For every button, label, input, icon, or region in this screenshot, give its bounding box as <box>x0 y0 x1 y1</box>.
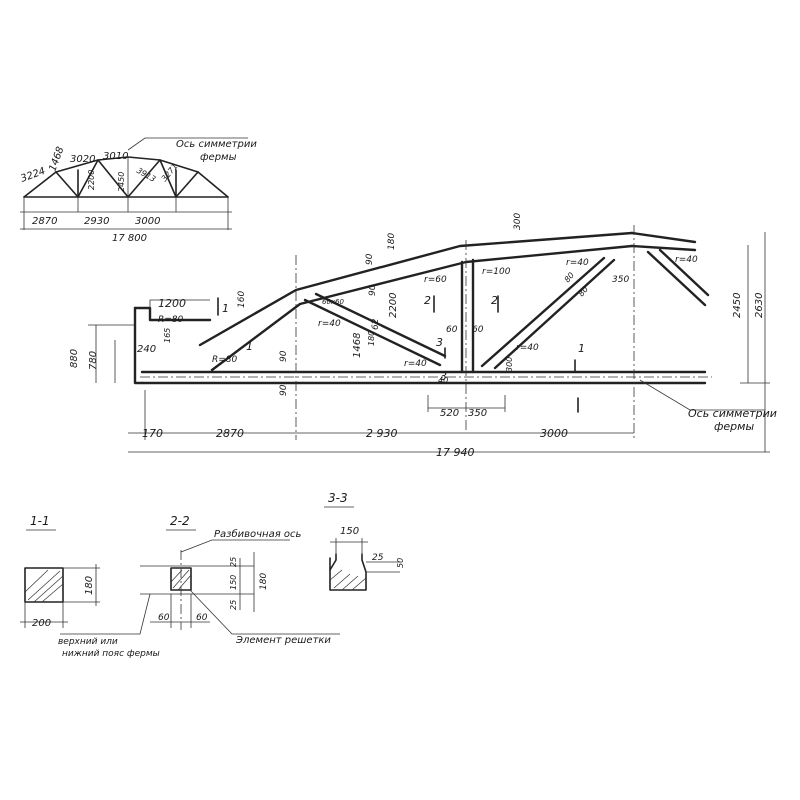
section-mark-1a: 1 <box>222 302 229 315</box>
dim-60x60: 60x60 <box>322 298 345 306</box>
radius-r40-e: r=40 <box>404 359 427 369</box>
radius-r80-b: R=80 <box>212 355 238 365</box>
dim-880: 880 <box>69 349 80 368</box>
main-axis-label-2: фермы <box>714 420 754 433</box>
dim-40: 40 <box>438 376 448 385</box>
dim-520: 520 <box>440 408 459 419</box>
dim-60-a: 60 <box>446 325 458 335</box>
dim-2630: 2630 <box>754 293 765 318</box>
dim-180-b: 180 <box>367 331 376 346</box>
radius-r80-a: R=80 <box>158 315 184 325</box>
dim-62: 62 <box>371 318 381 330</box>
radius-r40-a: r=40 <box>318 319 341 329</box>
mini-dim-2450: 2450 <box>117 172 126 192</box>
section-2-2-dim-25b: 25 <box>229 600 238 610</box>
base-2930: 2 930 <box>366 427 398 440</box>
main-axis-label-1: Ось симметрии <box>688 407 777 420</box>
radius-r60: r=60 <box>424 275 447 285</box>
dim-1468: 1468 <box>352 333 363 358</box>
base-2870: 2870 <box>216 427 244 440</box>
base-170: 170 <box>142 427 163 440</box>
section-2-2-axis-label: Разбивочная ось <box>214 528 302 540</box>
section-3-3-title: 3-3 <box>328 491 348 505</box>
mini-base-2930: 2930 <box>84 216 109 227</box>
dim-2450: 2450 <box>732 293 743 318</box>
radius-r40-d: r=40 <box>516 343 539 353</box>
mini-base-3000: 3000 <box>135 216 160 227</box>
section-3-3-dim-25: 25 <box>372 553 384 563</box>
section-2-2-dim-25a: 25 <box>229 557 238 567</box>
section-mark-1b: 1 <box>246 340 253 353</box>
dim-90-b: 90 <box>279 384 289 396</box>
section-3-3-dim-50: 50 <box>396 558 405 568</box>
dim-160: 160 <box>237 291 247 308</box>
dim-1200: 1200 <box>158 297 186 310</box>
section-2-2-title: 2-2 <box>170 514 190 528</box>
mini-axis-label-2: фермы <box>200 152 237 163</box>
section-2-2: 2-2 Разбивочная ось 25 150 25 180 60 60 … <box>58 514 340 659</box>
section-2-2-note-2: нижний пояс фермы <box>62 649 160 659</box>
dim-90-c: 90 <box>365 253 375 265</box>
truss-elevation: 1200 R=80 165 880 780 240 R=80 160 90 90… <box>69 213 777 459</box>
dim-80-b: 80 <box>577 285 590 299</box>
truss-schematic: 3224 1468 3020 3010 2200 2450 3913 3271 … <box>19 137 257 244</box>
dim-240: 240 <box>137 344 156 355</box>
mini-dim-2200: 2200 <box>87 170 96 190</box>
section-mark-2b: 2 <box>491 294 498 307</box>
section-1-1-title: 1-1 <box>30 514 50 528</box>
section-2-2-dim-60b: 60 <box>196 613 208 623</box>
dim-180: 180 <box>387 233 397 250</box>
dim-165: 165 <box>163 328 172 343</box>
radius-r40-b: r=40 <box>566 258 589 268</box>
section-2-2-dim-180: 180 <box>259 573 269 590</box>
base-total-17940: 17 940 <box>436 446 475 459</box>
section-mark-3b: 3 <box>440 370 447 383</box>
dim-80-a: 80 <box>563 271 576 285</box>
dim-90-a: 90 <box>279 350 289 362</box>
section-3-3: 3-3 150 25 50 <box>324 491 405 591</box>
section-mark-2a: 2 <box>424 294 431 307</box>
mini-axis-label-1: Ось симметрии <box>176 139 257 150</box>
mini-dim-3010: 3010 <box>103 151 128 162</box>
section-2-2-dim-60a: 60 <box>158 613 170 623</box>
mini-total-17800: 17 800 <box>112 233 147 244</box>
section-2-2-element-label: Элемент решетки <box>235 635 331 646</box>
section-3-3-dim-150: 150 <box>340 526 359 537</box>
mini-base-2870: 2870 <box>32 216 57 227</box>
dim-300-b: 300 <box>505 357 514 372</box>
dim-350-b: 350 <box>468 408 487 419</box>
mini-dim-3913: 3913 <box>135 166 157 184</box>
dim-780: 780 <box>88 351 99 370</box>
dim-300-a: 300 <box>513 213 523 230</box>
radius-r100: r=100 <box>482 267 511 277</box>
dim-90-d: 90 <box>368 284 378 296</box>
mini-dim-1468: 1468 <box>47 145 66 173</box>
dim-60-b: 60 <box>472 325 484 335</box>
section-mark-3a: 3 <box>436 336 443 349</box>
section-mark-1c: 1 <box>578 342 585 355</box>
section-2-2-dim-150: 150 <box>229 575 238 590</box>
section-1-1-height: 180 <box>84 576 95 595</box>
section-2-2-note-1: верхний или <box>58 637 118 647</box>
section-1-1-width: 200 <box>32 618 51 629</box>
section-1-1: 1-1 180 200 <box>20 514 100 629</box>
radius-r40-c: r=40 <box>675 255 698 265</box>
dim-350-a: 350 <box>612 275 629 285</box>
base-3000: 3000 <box>540 427 568 440</box>
dim-2200: 2200 <box>388 293 399 318</box>
mini-dim-3020: 3020 <box>70 154 95 165</box>
